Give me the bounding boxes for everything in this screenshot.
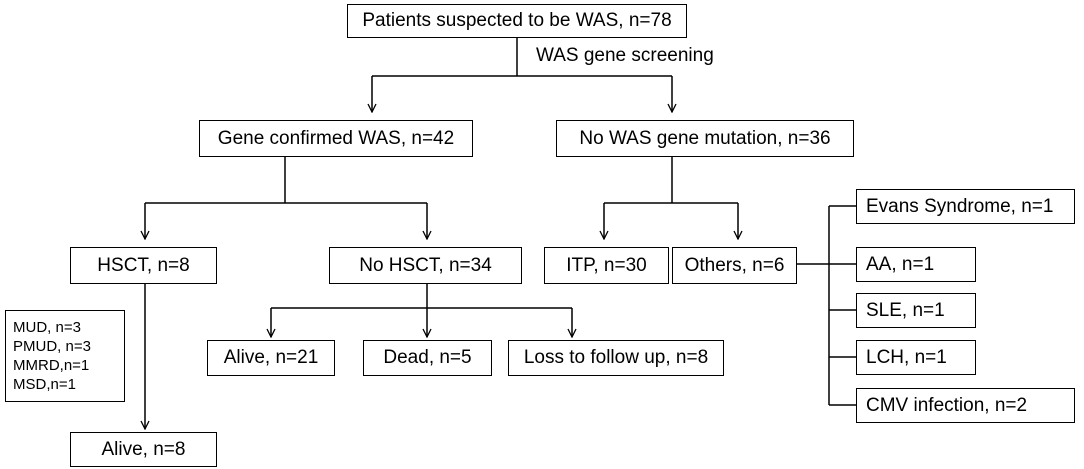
donor-type-box: MUD, n=3 PMUD, n=3 MMRD,n=1 MSD,n=1 <box>5 310 125 402</box>
node-aa: AA, n=1 <box>856 247 976 282</box>
node-evans-syndrome: Evans Syndrome, n=1 <box>856 189 1075 224</box>
node-no-hsct: No HSCT, n=34 <box>329 247 522 284</box>
node-others: Others, n=6 <box>672 247 797 284</box>
node-lch: LCH, n=1 <box>856 340 976 375</box>
donor-type-item: MMRD,n=1 <box>13 357 90 374</box>
node-dead: Dead, n=5 <box>363 340 492 376</box>
donor-type-item: MUD, n=3 <box>13 319 81 336</box>
node-sle: SLE, n=1 <box>856 293 976 328</box>
screening-label: WAS gene screening <box>536 45 714 66</box>
node-itp: ITP, n=30 <box>544 247 669 284</box>
node-suspected-patients: Patients suspected to be WAS, n=78 <box>347 4 687 38</box>
node-alive-hsct: Alive, n=8 <box>70 432 217 467</box>
node-loss-follow-up: Loss to follow up, n=8 <box>508 340 724 376</box>
node-no-mutation: No WAS gene mutation, n=36 <box>556 120 854 157</box>
node-hsct: HSCT, n=8 <box>70 247 217 284</box>
node-alive-no-hsct: Alive, n=21 <box>207 340 335 376</box>
donor-type-item: PMUD, n=3 <box>13 338 91 355</box>
donor-type-item: MSD,n=1 <box>13 376 76 393</box>
node-gene-confirmed: Gene confirmed WAS, n=42 <box>199 120 473 157</box>
node-cmv-infection: CMV infection, n=2 <box>856 388 1075 423</box>
